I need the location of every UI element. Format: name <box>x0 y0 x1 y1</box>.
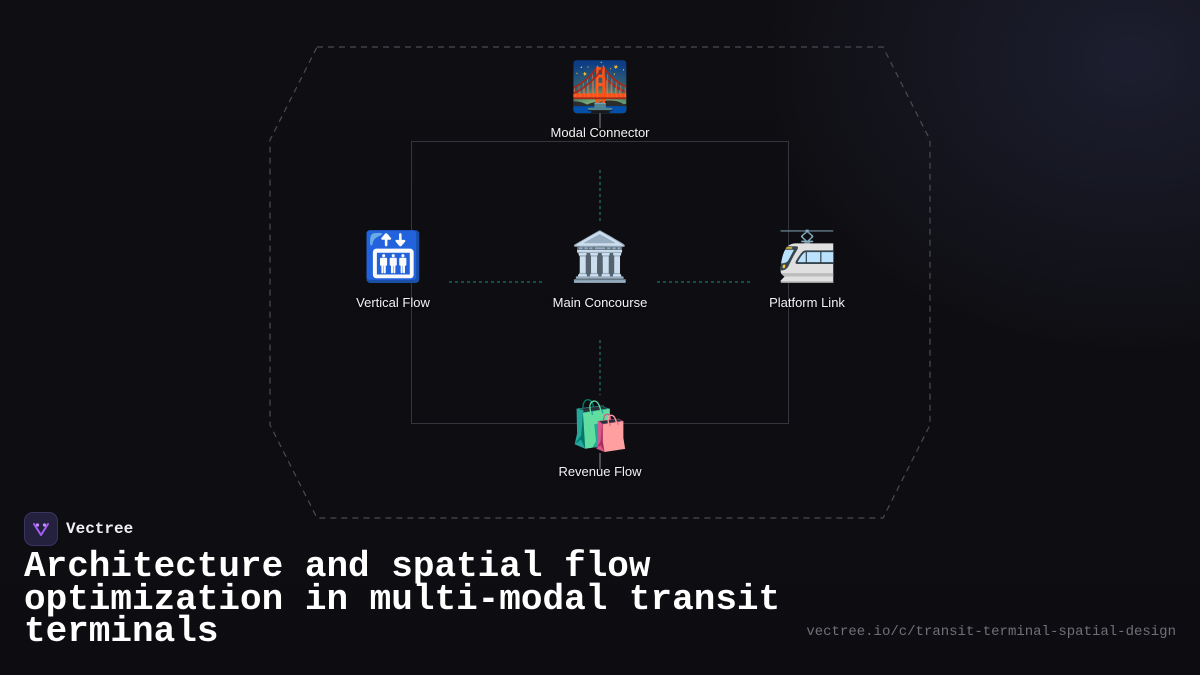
outer-boundary <box>269 46 931 519</box>
node-main-concourse: 🏛️ Main Concourse <box>520 229 680 310</box>
inner-frame <box>411 141 789 424</box>
bridge-at-night-icon: 🌉 <box>570 59 630 115</box>
node-label-vertical-flow: Vertical Flow <box>356 295 430 310</box>
node-revenue-flow: 🛍️ Revenue Flow <box>520 398 680 479</box>
node-vertical-flow: 🛗 Vertical Flow <box>313 229 473 310</box>
shopping-bags-icon: 🛍️ <box>570 398 630 454</box>
light-rail-icon: 🚈 <box>777 229 837 285</box>
node-label-platform-link: Platform Link <box>769 295 845 310</box>
brand-name: Vectree <box>66 520 134 538</box>
source-url: vectree.io/c/transit-terminal-spatial-de… <box>806 624 1176 640</box>
vectree-logo-icon <box>24 512 58 546</box>
node-label-modal-connector: Modal Connector <box>550 125 650 140</box>
node-modal-connector: 🌉 Modal Connector <box>520 59 680 140</box>
page-title: Architecture and spatial flow optimizati… <box>24 546 781 652</box>
classical-building-icon: 🏛️ <box>570 229 630 285</box>
node-platform-link: 🚈 Platform Link <box>727 229 887 310</box>
node-label-revenue-flow: Revenue Flow <box>558 464 642 479</box>
node-label-main-concourse: Main Concourse <box>552 295 648 310</box>
brand: Vectree <box>24 512 133 546</box>
elevator-icon: 🛗 <box>363 229 423 285</box>
